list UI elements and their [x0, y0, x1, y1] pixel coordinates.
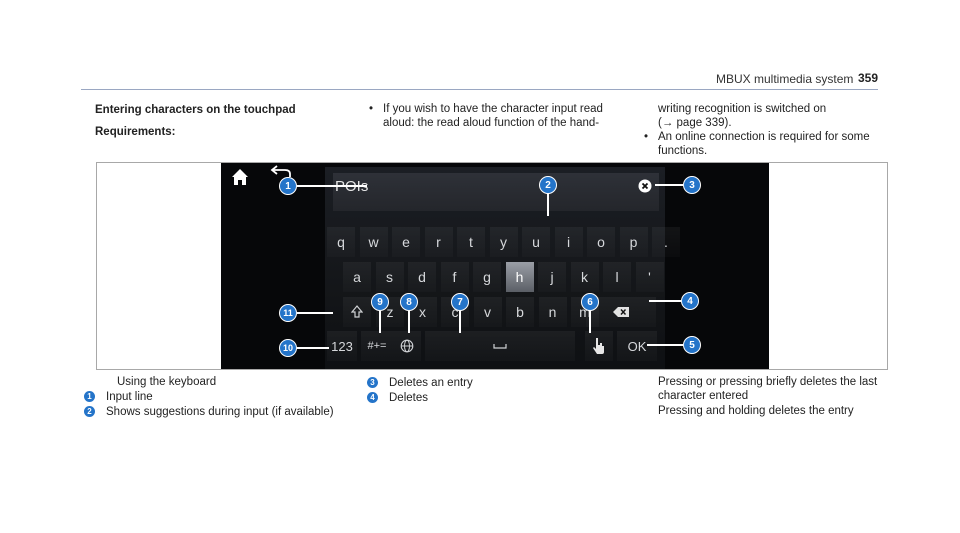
- page-reference[interactable]: (→ page 339).: [658, 117, 732, 129]
- callout-2: 2: [539, 176, 557, 194]
- callout-3: 3: [683, 176, 701, 194]
- key-k[interactable]: k: [570, 262, 599, 292]
- legend-number: 2: [84, 406, 95, 417]
- key-n[interactable]: n: [538, 297, 567, 327]
- legend-item: 2 Shows suggestions during input (if ava…: [84, 405, 354, 420]
- space-icon: [493, 344, 507, 349]
- callout-11: 11: [279, 304, 297, 322]
- page-number: 359: [858, 71, 879, 85]
- leader-line-4: [649, 300, 681, 302]
- home-icon[interactable]: [229, 166, 251, 188]
- legend-item: 4 Deletes: [367, 391, 627, 406]
- shift-icon: [351, 305, 363, 318]
- desc-line: Pressing or pressing briefly deletes the…: [658, 376, 878, 388]
- key-r[interactable]: r: [424, 227, 453, 257]
- shift-key[interactable]: [343, 297, 371, 327]
- callout-5: 5: [683, 336, 701, 354]
- header-title: MBUX multimedia system: [716, 72, 854, 86]
- key-apostrophe[interactable]: ': [635, 262, 664, 292]
- legend-text: Input line: [106, 391, 153, 403]
- space-key[interactable]: [425, 331, 575, 361]
- bullet-line: If you wish to have the character input …: [383, 103, 603, 115]
- bullet-line: aloud: the read aloud function of the ha…: [383, 117, 600, 129]
- leader-line-10: [297, 347, 329, 349]
- callout-4: 4: [681, 292, 699, 310]
- callout-6: 6: [581, 293, 599, 311]
- key-f[interactable]: f: [440, 262, 469, 292]
- callout-9: 9: [371, 293, 389, 311]
- backspace-icon: [613, 307, 629, 317]
- key-t[interactable]: t: [457, 227, 485, 257]
- leader-line-6: [589, 311, 591, 333]
- clear-icon[interactable]: [638, 179, 652, 193]
- legend-text: Deletes an entry: [389, 377, 473, 389]
- key-g[interactable]: g: [473, 262, 501, 292]
- bullet-online-connection: An online connection is required for som…: [643, 130, 903, 158]
- leader-line-11: [297, 312, 333, 314]
- requirements-column-3: writing recognition is switched on (→ pa…: [643, 102, 903, 158]
- key-b[interactable]: b: [506, 297, 534, 327]
- legend-number: 1: [84, 391, 95, 402]
- key-h[interactable]: h: [505, 262, 534, 292]
- key-l[interactable]: l: [603, 262, 631, 292]
- bullet-line: writing recognition is switched on: [658, 103, 827, 115]
- bullet-line: functions.: [658, 145, 708, 157]
- ok-key[interactable]: OK: [617, 331, 657, 361]
- key-d[interactable]: d: [408, 262, 436, 292]
- leader-line-7: [459, 311, 461, 333]
- legend-item: 1 Input line: [84, 390, 344, 405]
- bullet-continuation: writing recognition is switched on (→ pa…: [643, 102, 903, 130]
- callout-8: 8: [400, 293, 418, 311]
- key-i[interactable]: i: [554, 227, 583, 257]
- callout-7: 7: [451, 293, 469, 311]
- leader-line-5: [647, 344, 683, 346]
- requirements-column-2: If you wish to have the character input …: [368, 102, 628, 130]
- callout-1: 1: [279, 177, 297, 195]
- input-line[interactable]: [333, 173, 659, 211]
- legend-number: 3: [367, 377, 378, 388]
- symbols-key[interactable]: #+=: [361, 331, 393, 361]
- section-title: Entering characters on the touchpad: [95, 104, 296, 116]
- key-p[interactable]: p: [619, 227, 648, 257]
- key-o[interactable]: o: [587, 227, 615, 257]
- back-icon[interactable]: [269, 164, 293, 178]
- key-u[interactable]: u: [522, 227, 550, 257]
- key-w[interactable]: w: [359, 227, 388, 257]
- globe-icon: [400, 339, 414, 353]
- header-rule: [81, 89, 878, 90]
- bullet-read-aloud: If you wish to have the character input …: [368, 102, 628, 130]
- callout-10: 10: [279, 339, 297, 357]
- key-s[interactable]: s: [375, 262, 404, 292]
- leader-line-2: [547, 192, 549, 216]
- legend-text: Deletes: [389, 392, 428, 404]
- leader-line-1: [297, 185, 367, 187]
- key-y[interactable]: y: [489, 227, 518, 257]
- legend-text: Shows suggestions during input (if avail…: [106, 406, 334, 418]
- bullet-line: An online connection is required for som…: [658, 131, 870, 143]
- leader-line-3: [655, 184, 683, 186]
- legend-item: 3 Deletes an entry: [367, 376, 627, 391]
- hand-pointer-icon: [593, 338, 604, 354]
- key-period[interactable]: .: [652, 227, 680, 257]
- desc-line: Pressing and holding deletes the entry: [658, 405, 854, 417]
- desc-line: character entered: [658, 389, 749, 402]
- handwriting-key[interactable]: [585, 331, 613, 361]
- delete-description: Pressing or pressing briefly deletes the…: [658, 376, 918, 421]
- key-q[interactable]: q: [327, 227, 355, 257]
- figure-caption: Using the keyboard: [117, 376, 217, 388]
- numbers-key[interactable]: 123: [327, 331, 357, 361]
- leader-line-8: [408, 311, 410, 333]
- key-v[interactable]: v: [473, 297, 502, 327]
- leader-line-9: [379, 311, 381, 333]
- language-key[interactable]: [393, 331, 421, 361]
- key-e[interactable]: e: [392, 227, 420, 257]
- legend-number: 4: [367, 392, 378, 403]
- key-a[interactable]: a: [343, 262, 371, 292]
- key-j[interactable]: j: [538, 262, 566, 292]
- requirements-label: Requirements:: [95, 126, 176, 138]
